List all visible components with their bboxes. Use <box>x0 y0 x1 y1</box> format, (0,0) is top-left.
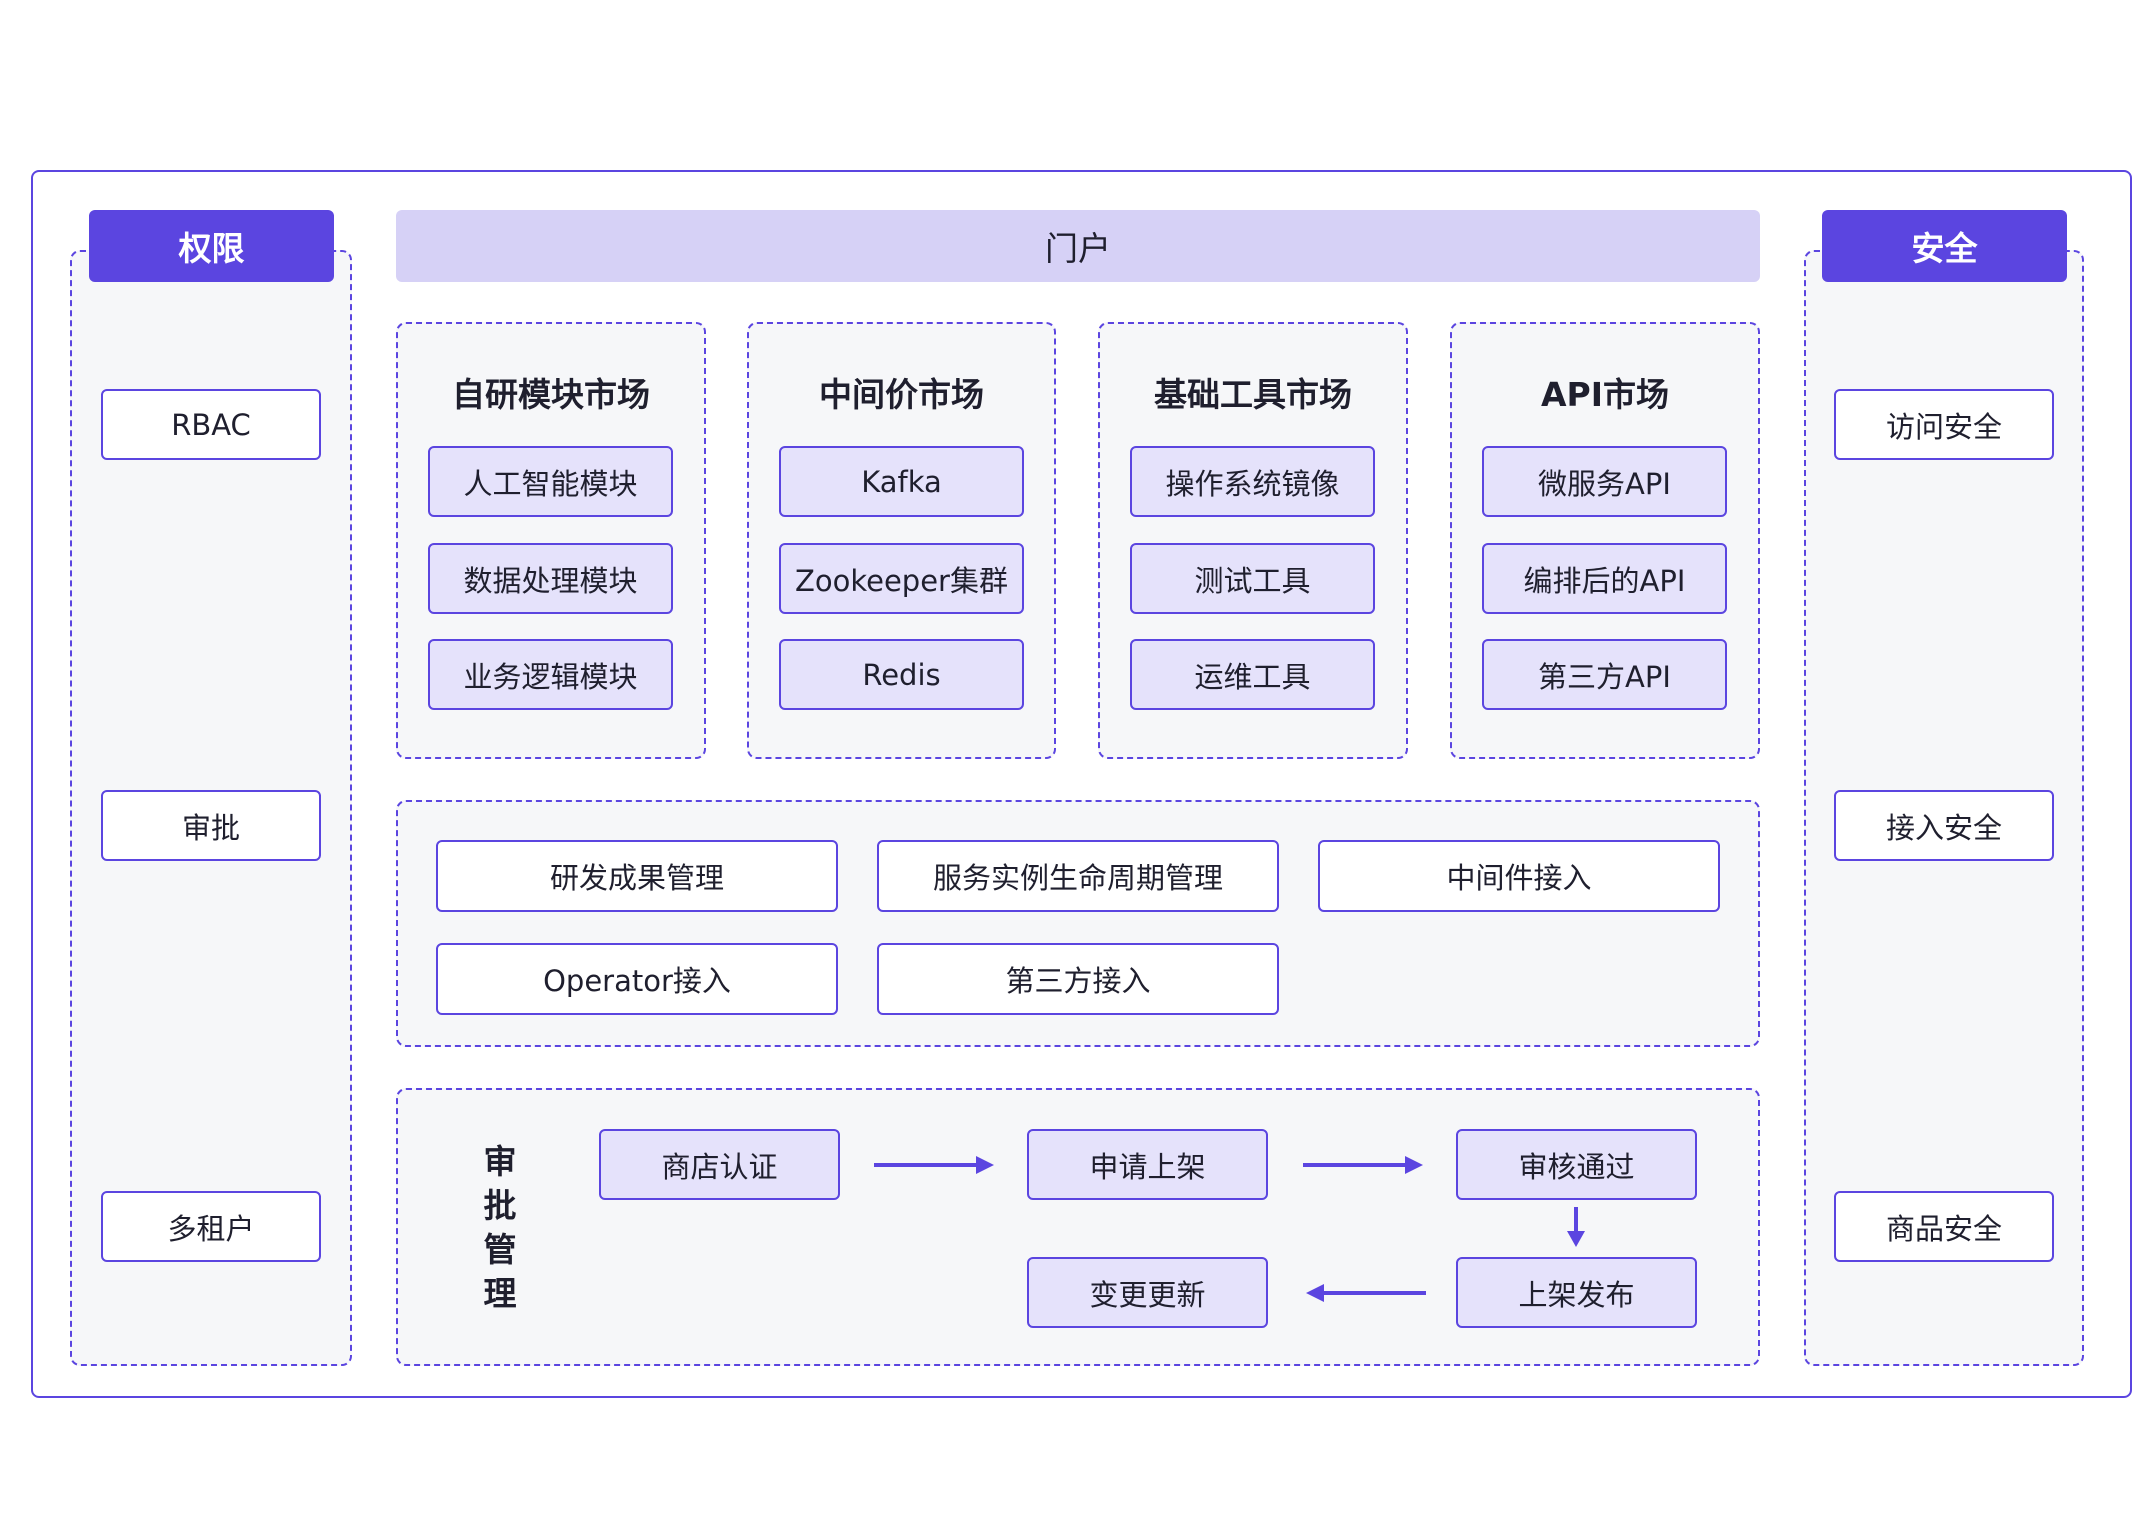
ingress-security-box: 接入安全 <box>1834 790 2054 861</box>
security-header: 安全 <box>1822 210 2067 282</box>
arrow-right-icon <box>874 1156 994 1174</box>
market-title: API市场 <box>1540 375 1669 414</box>
market-item: 操作系统镜像 <box>1130 446 1375 517</box>
architecture-frame <box>31 170 2132 1398</box>
management-item: Operator接入 <box>436 943 838 1015</box>
approval-step: 申请上架 <box>1027 1129 1268 1200</box>
permission-header: 权限 <box>89 210 334 282</box>
market-item: Zookeeper集群 <box>779 543 1024 614</box>
approval-box: 审批 <box>101 790 321 861</box>
market-title: 自研模块市场 <box>452 375 650 414</box>
market-item: 数据处理模块 <box>428 543 673 614</box>
market-item: 微服务API <box>1482 446 1727 517</box>
approval-step: 审核通过 <box>1456 1129 1697 1200</box>
product-security-box: 商品安全 <box>1834 1191 2054 1262</box>
management-item: 服务实例生命周期管理 <box>877 840 1279 912</box>
approval-management-title: 审 批 管 理 <box>483 1142 517 1313</box>
arrow-left-icon <box>1306 1284 1426 1302</box>
management-item: 中间件接入 <box>1318 840 1720 912</box>
portal-bar: 门户 <box>396 210 1760 282</box>
approval-step: 变更更新 <box>1027 1257 1268 1328</box>
rbac-box: RBAC <box>101 389 321 460</box>
market-item: 测试工具 <box>1130 543 1375 614</box>
multi-tenant-box: 多租户 <box>101 1191 321 1262</box>
management-item: 研发成果管理 <box>436 840 838 912</box>
market-item: Redis <box>779 639 1024 710</box>
market-item: 编排后的API <box>1482 543 1727 614</box>
market-title: 基础工具市场 <box>1154 375 1352 414</box>
approval-step: 上架发布 <box>1456 1257 1697 1328</box>
arrow-right-icon <box>1303 1156 1423 1174</box>
arrow-down-icon <box>1567 1207 1585 1247</box>
market-item: 运维工具 <box>1130 639 1375 710</box>
market-item: 人工智能模块 <box>428 446 673 517</box>
access-security-box: 访问安全 <box>1834 389 2054 460</box>
market-title: 中间价市场 <box>819 375 984 414</box>
approval-step: 商店认证 <box>599 1129 840 1200</box>
management-item: 第三方接入 <box>877 943 1279 1015</box>
market-item: 第三方API <box>1482 639 1727 710</box>
market-item: 业务逻辑模块 <box>428 639 673 710</box>
market-item: Kafka <box>779 446 1024 517</box>
